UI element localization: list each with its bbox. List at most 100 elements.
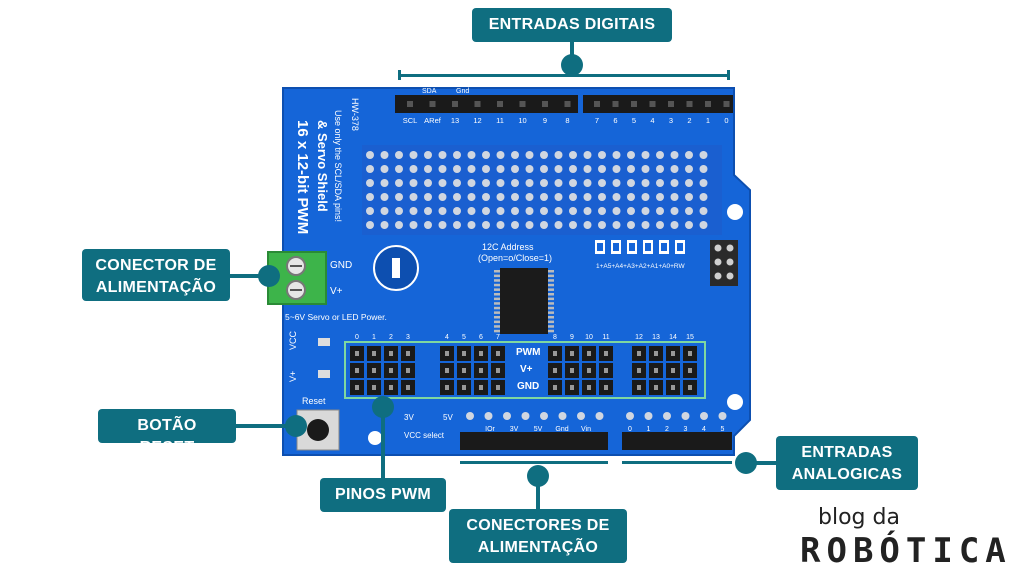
analog-hole [718,412,727,420]
proto-hole [525,179,534,187]
proto-hole [540,221,548,229]
pwm-channel-number: 14 [669,334,677,341]
proto-hole [380,151,389,159]
proto-hole [424,151,432,159]
proto-hole [496,179,505,187]
digital-header-right [583,95,733,113]
i2c-address-label: 12C Address [482,242,534,252]
proto-hole [482,179,490,187]
v5-label: 5V [443,413,453,422]
servo-pin-tip [462,385,466,390]
proto-hole [612,179,621,187]
proto-hole [482,151,490,159]
v3-label: 3V [404,413,414,422]
proto-hole [598,165,606,173]
proto-hole [395,165,403,173]
proto-hole [380,207,389,215]
proto-hole [525,221,534,229]
proto-hole [554,207,563,215]
icsp-pin [714,272,722,280]
proto-hole [627,221,635,229]
lead-reset [236,424,292,428]
proto-hole [366,179,374,187]
proto-hole [366,207,374,215]
proto-hole [438,179,447,187]
proto-hole [656,207,664,215]
proto-hole [656,151,664,159]
analog-hole [626,412,634,420]
proto-hole [685,165,693,173]
proto-hole [511,221,519,229]
brand-line2: ROBÓTICA [800,531,1012,571]
proto-hole [380,179,389,187]
proto-hole [627,193,635,201]
proto-hole [583,193,592,201]
servo-pin-tip [570,351,574,356]
board-title-2: & Servo Shield [315,120,330,212]
servo-pin-tip [553,368,557,373]
header-pin-label: ARef [424,116,442,125]
proto-hole [583,179,592,187]
servo-pin-tip [372,368,376,373]
digital-header-left [395,95,578,113]
chip-leg [494,293,500,296]
header-pin-label: 7 [595,116,599,125]
proto-hole [409,193,418,201]
proto-hole [525,193,534,201]
board-model: HW-378 [350,98,360,131]
header-pin [542,101,548,107]
proto-hole [409,221,418,229]
servo-pin-tip [462,351,466,356]
servo-pin-tip [570,368,574,373]
proto-hole [540,165,548,173]
proto-hole [511,207,519,215]
pwm-channel-number: 15 [686,334,694,341]
proto-hole [409,179,418,187]
icsp-pin [726,244,734,252]
vcc-select-label: VCC select [404,431,445,440]
vplus-terminal-label: V+ [330,286,343,297]
proto-hole [554,165,563,173]
chip-leg [548,279,554,282]
brand-line1: blog da [818,505,900,530]
header-pin [668,101,674,107]
gnd-top-label: Gnd [456,88,469,95]
proto-hole [612,151,621,159]
proto-hole [641,221,650,229]
proto-hole [525,165,534,173]
proto-hole [409,151,418,159]
board-title-1: 16 x 12-bit PWM [294,120,311,234]
proto-hole [656,179,664,187]
proto-hole [685,221,693,229]
proto-hole [670,165,679,173]
chip-leg [494,325,500,328]
chip-leg [494,283,500,287]
proto-hole [554,151,563,159]
proto-hole [699,179,708,187]
servo-pin-tip [654,368,658,373]
proto-hole [627,207,635,215]
proto-hole [380,193,389,201]
proto-hole [699,207,708,215]
header-pin [497,101,503,107]
callout-power-connector: CONECTOR DE ALIMENTAÇÃO [82,249,230,301]
digital-header-right-pins [594,101,730,107]
proto-hole [482,193,490,201]
servo-pin-tip [389,351,393,356]
servo-pin-tip [445,368,449,373]
pwm-channel-number: 9 [570,334,574,341]
mount-hole [727,394,743,410]
proto-hole [627,179,635,187]
header-pin [723,101,730,107]
chip-leg [548,316,554,319]
row-v-label: V+ [520,364,533,375]
servo-pin-tip [445,351,449,356]
proto-hole [453,221,461,229]
pwm-channel-number: 4 [445,334,449,341]
proto-hole [627,165,635,173]
servo-pin-tip [496,385,500,390]
pwm-channel-number: 3 [406,334,410,341]
servo-pin-tip [355,368,359,373]
bracket-power [460,461,608,464]
